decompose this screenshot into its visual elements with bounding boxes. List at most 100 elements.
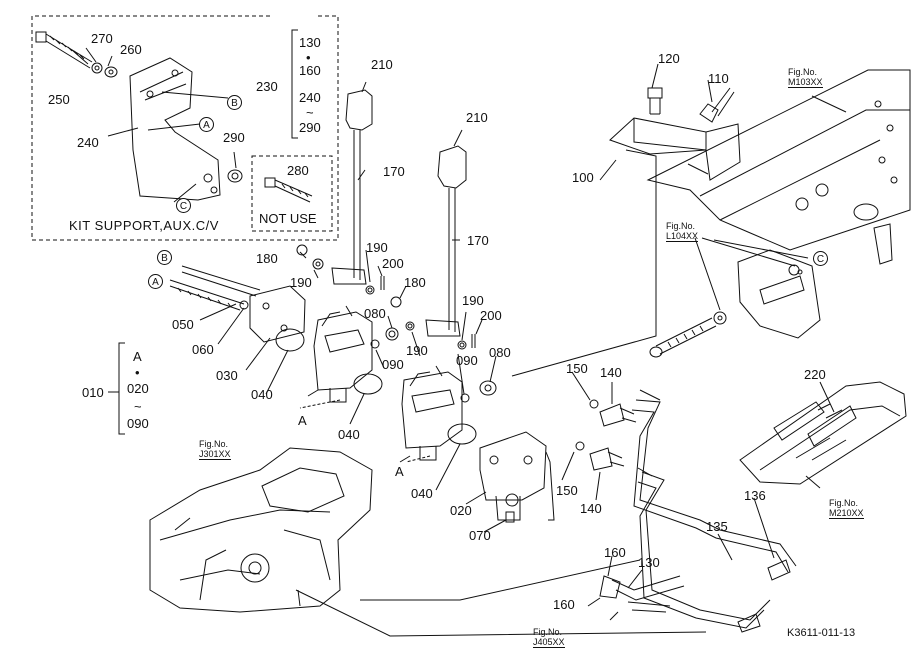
part-210a: 210 bbox=[371, 57, 393, 72]
kit-support-frame bbox=[31, 15, 339, 241]
part-180b: 180 bbox=[404, 275, 426, 290]
part-080a: 080 bbox=[364, 306, 386, 321]
part-020: 020 bbox=[450, 503, 472, 518]
part-230: 230 bbox=[256, 79, 278, 94]
fig-ref-m103: Fig.No.M103XX bbox=[788, 67, 823, 88]
drawing-code: K3611-011-13 bbox=[787, 627, 856, 639]
bolt-050 bbox=[169, 265, 261, 311]
part-200a: 200 bbox=[382, 256, 404, 271]
ref-circle-b: B bbox=[227, 95, 242, 110]
range-bracket-kit bbox=[291, 29, 298, 139]
fitting-140a bbox=[599, 403, 637, 427]
part-110: 110 bbox=[708, 71, 729, 86]
part-170a: 170 bbox=[383, 164, 405, 179]
cover-030 bbox=[249, 285, 306, 343]
ref-circle-c: C bbox=[176, 198, 191, 213]
o-ring-040c bbox=[447, 423, 477, 445]
range-kit-bot: 240 bbox=[299, 90, 321, 105]
fitting-160 bbox=[599, 575, 621, 599]
bolt-110 bbox=[699, 87, 735, 123]
part-040c: 040 bbox=[411, 486, 433, 501]
part-140b: 140 bbox=[580, 501, 602, 516]
part-060: 060 bbox=[192, 342, 214, 357]
not-use-label: NOT USE bbox=[259, 211, 317, 226]
part-210b: 210 bbox=[466, 110, 488, 125]
part-240: 240 bbox=[77, 135, 99, 150]
range-kit-top: 130 bbox=[299, 35, 321, 50]
part-180a: 180 bbox=[256, 251, 278, 266]
part-270: 270 bbox=[91, 31, 113, 46]
range-kit-dot: • bbox=[306, 50, 311, 65]
part-280: 280 bbox=[287, 163, 309, 178]
ref-circle-a: A bbox=[199, 117, 214, 132]
part-160b: 160 bbox=[553, 597, 575, 612]
fig-ref-m210: Fig.No.M210XX bbox=[829, 498, 864, 519]
bolt-250 bbox=[35, 31, 93, 69]
part-150b: 150 bbox=[556, 483, 578, 498]
fig-ref-j405: Fig.No.J405XX bbox=[533, 627, 565, 648]
part-290: 290 bbox=[223, 130, 245, 145]
hose-130 bbox=[611, 575, 685, 601]
part-190b: 190 bbox=[366, 240, 388, 255]
part-200b: 200 bbox=[480, 308, 502, 323]
part-090a: 090 bbox=[382, 357, 404, 372]
valve-section-2 bbox=[401, 365, 463, 461]
part-260: 260 bbox=[120, 42, 142, 57]
part-135: 135 bbox=[706, 519, 728, 534]
bracket-240 bbox=[129, 57, 221, 201]
part-170b: 170 bbox=[467, 233, 489, 248]
part-070: 070 bbox=[469, 528, 491, 543]
part-140a: 140 bbox=[600, 365, 622, 380]
end-cover-020 bbox=[479, 431, 547, 521]
range-kit-last: 290 bbox=[299, 120, 321, 135]
part-190a: 190 bbox=[290, 275, 312, 290]
fig-ref-l104: Fig.No.L104XX bbox=[666, 221, 699, 242]
pin-180b bbox=[390, 296, 402, 308]
lever-2 bbox=[425, 145, 467, 337]
kit-support-label: KIT SUPPORT,AUX.C/V bbox=[69, 218, 219, 233]
range-kit-tilde: ~ bbox=[306, 105, 314, 120]
part-080b: 080 bbox=[489, 345, 511, 360]
transmission-housing bbox=[149, 447, 373, 613]
washer-270 bbox=[91, 62, 103, 74]
nut-290 bbox=[227, 169, 243, 183]
part-160a: 160 bbox=[604, 545, 626, 560]
part-250: 250 bbox=[48, 92, 70, 107]
part-040b: 040 bbox=[338, 427, 360, 442]
range-010-mid: 020 bbox=[127, 381, 149, 396]
plug-080a bbox=[385, 327, 399, 341]
ref-mark-a: A bbox=[395, 464, 404, 479]
ref-mark-a: A bbox=[298, 413, 307, 428]
part-130: 130 bbox=[638, 555, 660, 570]
part-040a: 040 bbox=[251, 387, 273, 402]
plug-070 bbox=[505, 511, 515, 523]
range-010-top: A bbox=[133, 349, 142, 364]
range-010-last: 090 bbox=[127, 416, 149, 431]
o-ring-040a bbox=[275, 328, 305, 352]
bracket-l104 bbox=[713, 249, 821, 339]
ref-circle-a: A bbox=[148, 274, 163, 289]
o-ring-150a bbox=[589, 399, 599, 409]
ref-circle-c: C bbox=[813, 251, 828, 266]
bolt-280 bbox=[264, 177, 313, 203]
pin-180a bbox=[296, 244, 308, 256]
part-220: 220 bbox=[804, 367, 826, 382]
bracket-100 bbox=[609, 117, 741, 181]
ref-circle-b: B bbox=[157, 250, 172, 265]
part-030: 030 bbox=[216, 368, 238, 383]
o-ring-150b bbox=[575, 441, 585, 451]
valve-section-1 bbox=[313, 305, 373, 403]
nut-060 bbox=[239, 300, 249, 310]
part-120: 120 bbox=[658, 51, 680, 66]
part-050: 050 bbox=[172, 317, 194, 332]
rod-l104 bbox=[649, 317, 717, 358]
part-190d: 190 bbox=[462, 293, 484, 308]
fitting-140b bbox=[589, 447, 625, 471]
range-010-tilde: ~ bbox=[134, 399, 142, 414]
part-100: 100 bbox=[572, 170, 594, 185]
range-kit-mid: 160 bbox=[299, 63, 321, 78]
plug-080b bbox=[479, 380, 497, 396]
fig-ref-j301: Fig.No.J301XX bbox=[199, 439, 231, 460]
